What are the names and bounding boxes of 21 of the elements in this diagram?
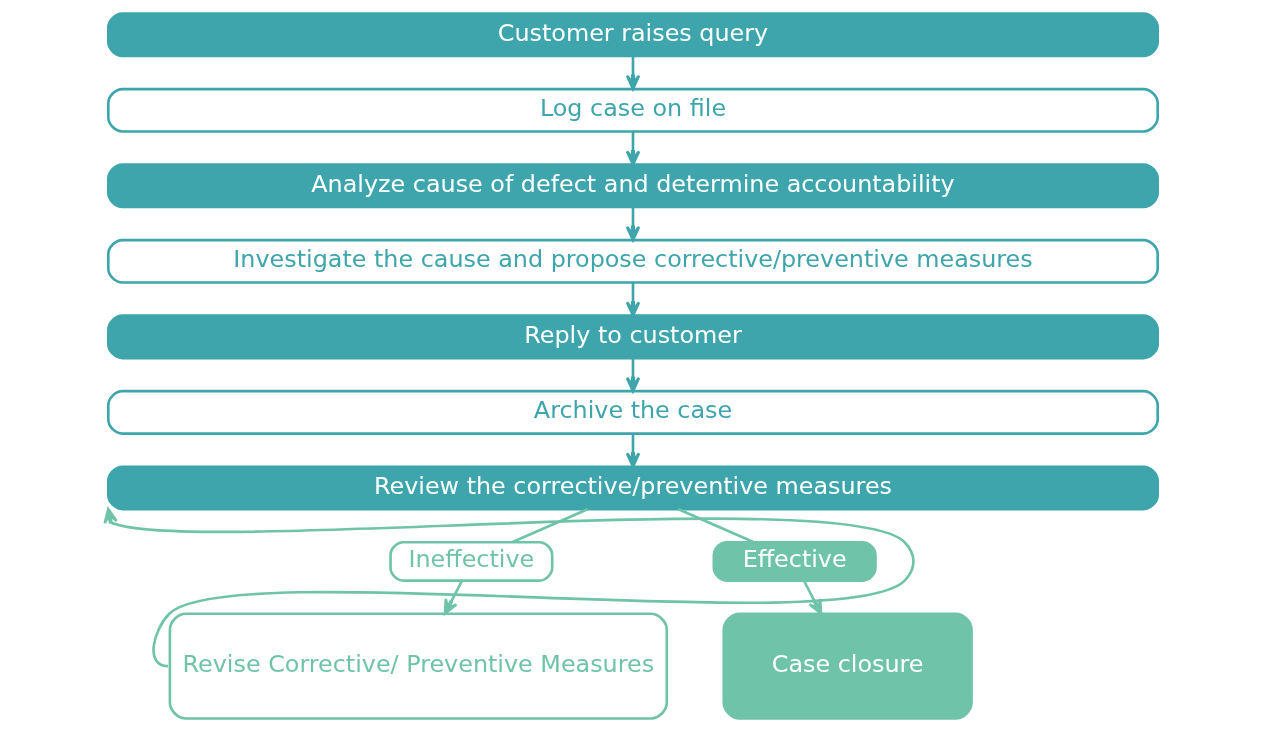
arrow [625,282,640,317]
node-box: Case closure [721,612,973,720]
arrow [625,207,640,242]
arrow [625,358,640,393]
node-box: Investigate the cause and propose corrective/preventive measures [106,238,1159,284]
node-box: Archive the case [106,389,1159,435]
connector [677,507,754,544]
node-box: Ineffective [388,540,553,582]
arrow [443,580,463,615]
arrow [625,56,640,91]
arrow [102,507,914,668]
node-box: Review the corrective/preventive measures [106,465,1159,511]
node-box: Customer raises query [106,12,1159,58]
node-box: Reply to customer [106,314,1159,360]
arrow [625,131,640,166]
node-box: Log case on file [106,87,1159,133]
node-box: Effective [712,540,877,582]
node-box: Analyze cause of defect and determine accountability [106,163,1159,209]
node-box: Revise Corrective/ Preventive Measures [168,612,668,720]
arrow [625,433,640,468]
connector [511,507,588,544]
